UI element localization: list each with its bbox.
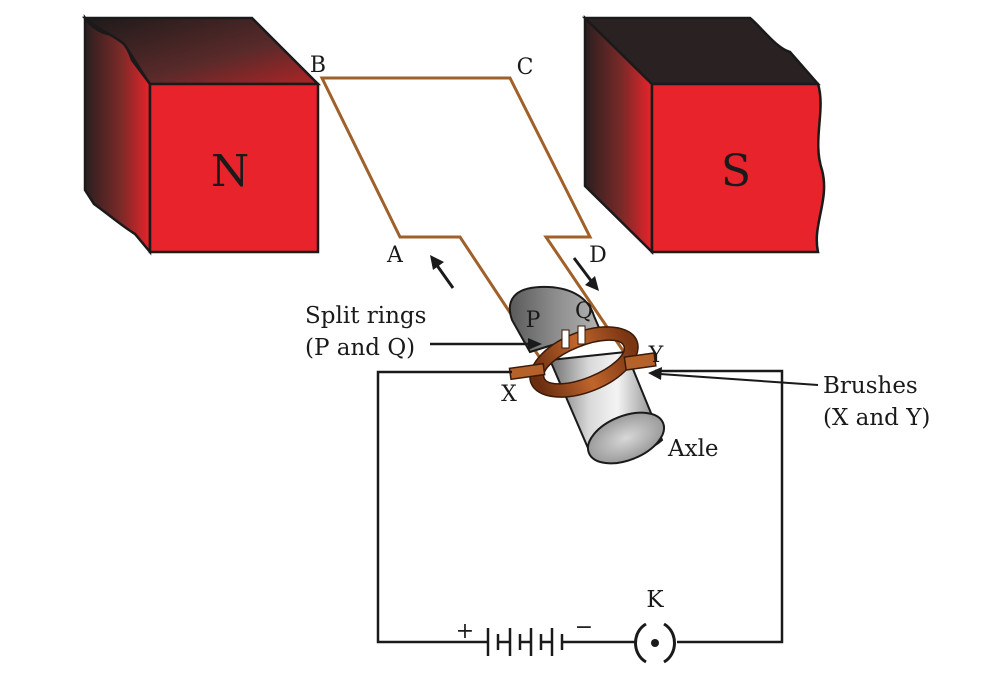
split-ring-outer	[529, 326, 639, 398]
axle-end	[587, 411, 665, 465]
brush-y-label: Y	[648, 343, 664, 368]
coil-point-b-label: B	[310, 53, 326, 78]
brushes-pointer	[648, 367, 819, 386]
north-magnet-face	[148, 82, 320, 254]
south-pole-label: S	[721, 146, 751, 197]
battery	[486, 628, 572, 656]
axle-label: Axle	[667, 436, 719, 462]
coil-point-d-label: D	[589, 243, 607, 268]
split-ring-gap-p	[561, 329, 570, 349]
key-switch	[634, 622, 676, 664]
south-magnet-top	[581, 16, 821, 86]
key-label: K	[646, 587, 664, 613]
coil	[319, 76, 630, 359]
brushes-title: Brushes	[823, 373, 918, 399]
wire-right	[655, 369, 784, 644]
brush-y	[623, 352, 657, 371]
split-ring-q-label: Q	[575, 299, 593, 324]
split-rings-subtitle: (P and Q)	[305, 335, 415, 361]
wire-left	[376, 370, 512, 644]
split-rings	[529, 325, 639, 398]
brush-x	[508, 362, 546, 381]
split-ring-p-label: P	[526, 308, 541, 333]
current-arrow-ab	[430, 255, 455, 289]
battery-negative-label: −	[575, 615, 593, 640]
split-rings-title: Split rings	[305, 303, 426, 329]
north-magnet: N	[81, 14, 322, 256]
key-plug	[651, 639, 659, 647]
battery-positive-label: +	[456, 619, 474, 644]
split-ring-inner-edge	[542, 339, 626, 385]
split-rings-pointer	[430, 338, 542, 350]
coil-wire	[319, 76, 630, 359]
brushes-subtitle: (X and Y)	[823, 405, 930, 431]
north-pole-label: N	[211, 146, 250, 197]
south-magnet-face	[650, 82, 826, 254]
brush-x-label: X	[501, 382, 517, 407]
split-ring-edge	[529, 326, 639, 398]
south-magnet: S	[581, 15, 826, 255]
coil-point-c-label: C	[517, 55, 534, 80]
split-ring-gap-q	[577, 325, 586, 345]
current-arrow-cd	[572, 257, 599, 291]
external-circuit	[376, 369, 784, 644]
coil-point-a-label: A	[386, 243, 404, 268]
